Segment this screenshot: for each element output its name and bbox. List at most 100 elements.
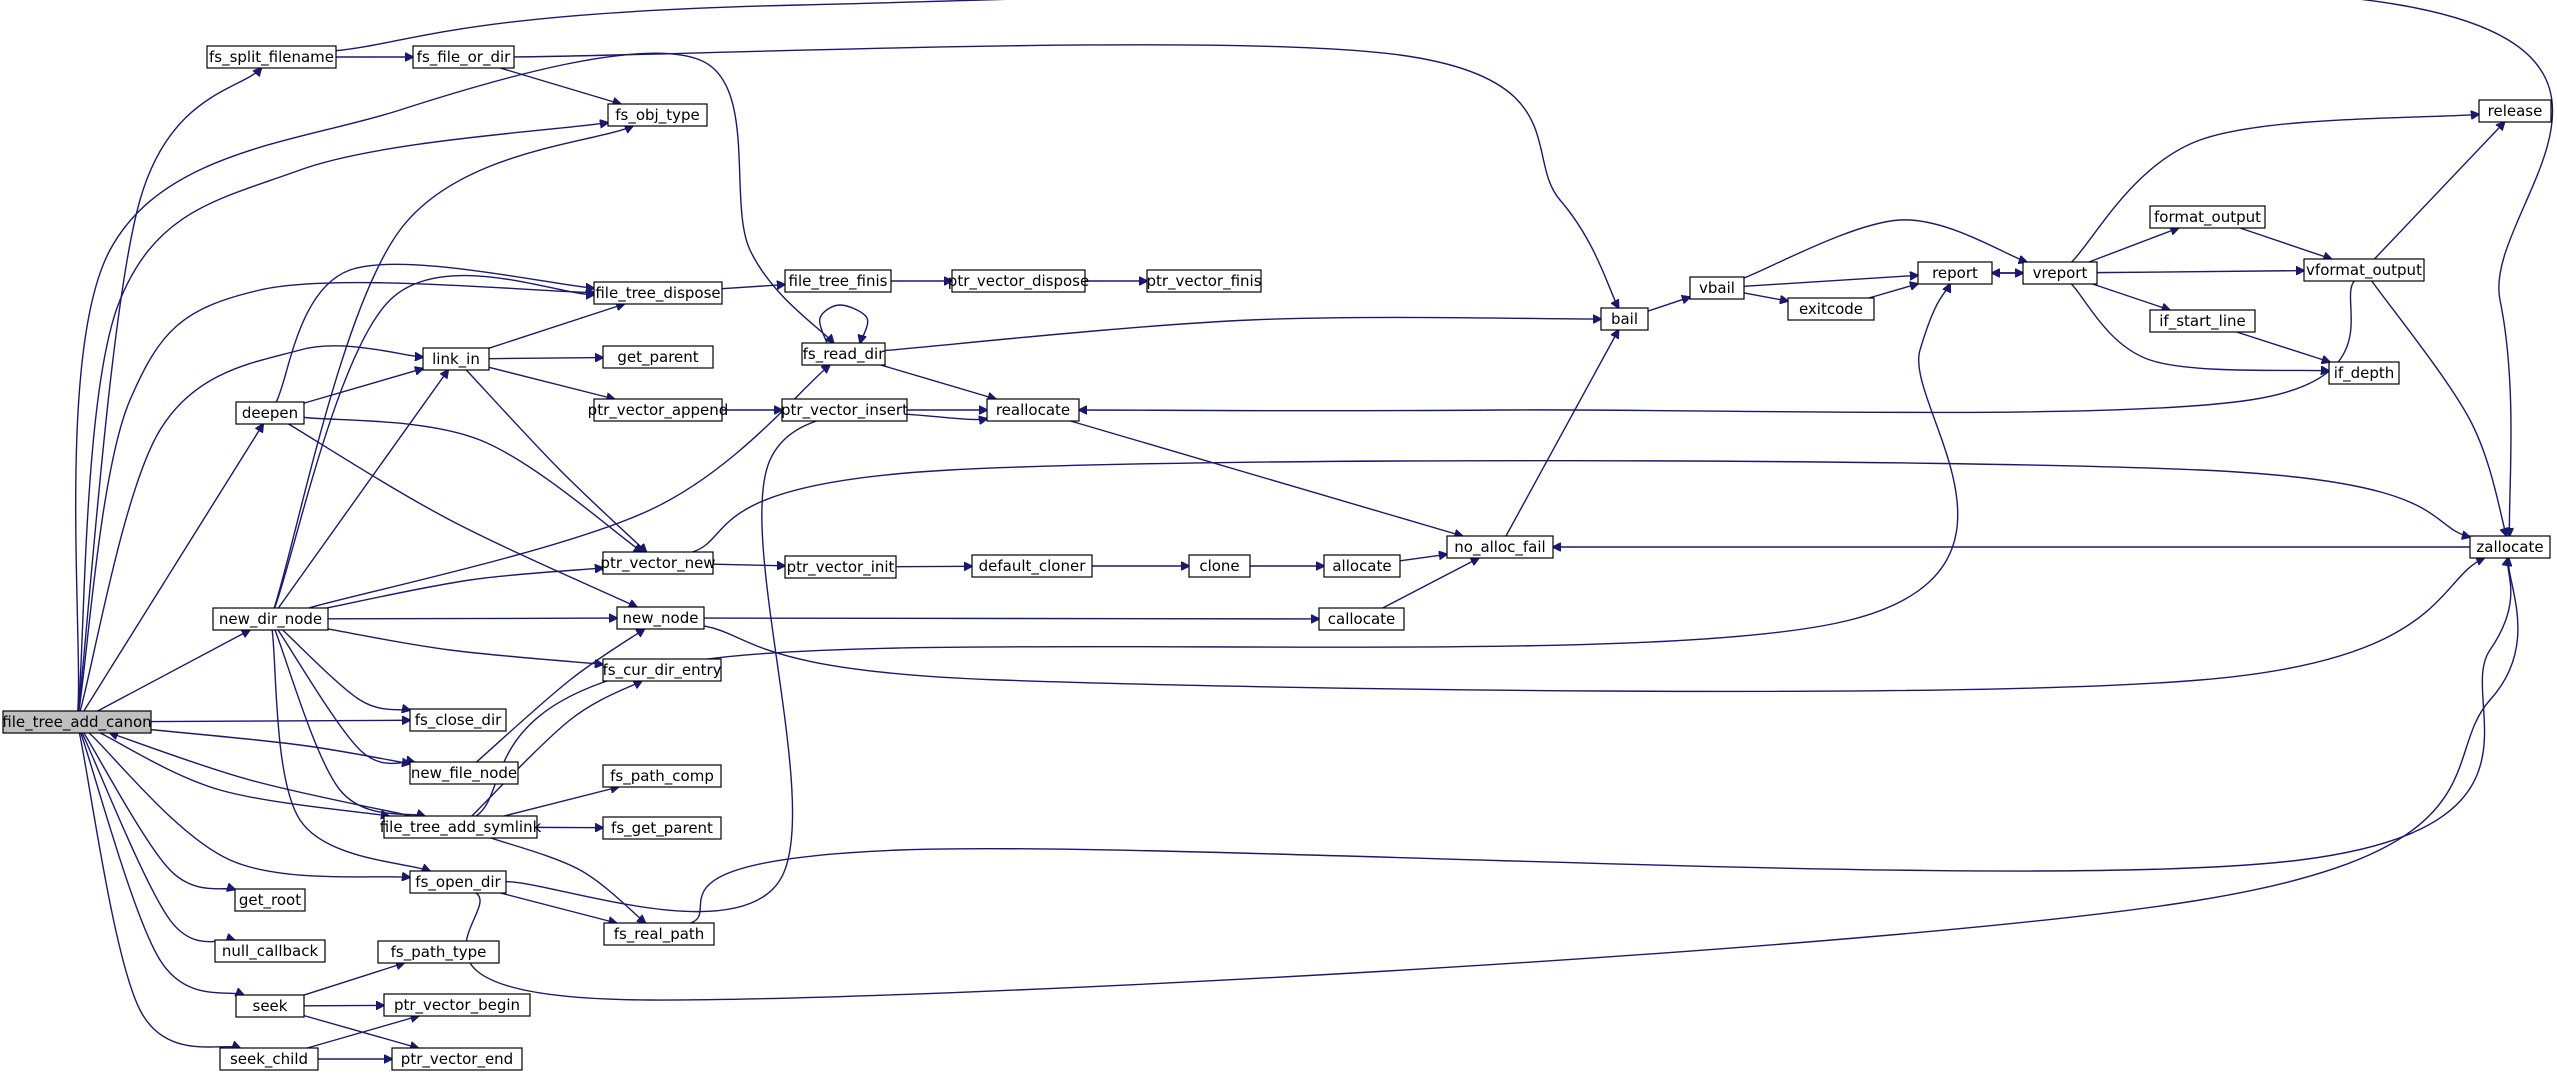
node-box[interactable] bbox=[422, 347, 490, 371]
node-box[interactable] bbox=[1600, 307, 1649, 331]
node-box[interactable] bbox=[206, 45, 337, 69]
node-new_dir_node[interactable]: new_dir_node bbox=[212, 607, 329, 631]
node-file_tree_dispose[interactable]: file_tree_dispose bbox=[593, 281, 723, 305]
node-box[interactable] bbox=[235, 994, 305, 1018]
node-release[interactable]: release bbox=[2478, 99, 2552, 123]
node-box[interactable] bbox=[602, 345, 714, 369]
node-fs_obj_type[interactable]: fs_obj_type bbox=[607, 103, 708, 127]
node-box[interactable] bbox=[784, 555, 897, 579]
node-get_root[interactable]: get_root bbox=[234, 888, 306, 912]
node-bail[interactable]: bail bbox=[1600, 307, 1649, 331]
node-ptr_vector_init[interactable]: ptr_vector_init bbox=[784, 555, 897, 579]
node-box[interactable] bbox=[1917, 261, 1993, 285]
node-ptr_vector_finis[interactable]: ptr_vector_finis bbox=[1146, 269, 1262, 293]
node-null_callback[interactable]: null_callback bbox=[214, 939, 326, 963]
node-box[interactable] bbox=[784, 269, 892, 293]
node-box[interactable] bbox=[2149, 309, 2256, 333]
node-box[interactable] bbox=[602, 816, 722, 840]
node-box[interactable] bbox=[2478, 99, 2552, 123]
node-link_in[interactable]: link_in bbox=[422, 347, 490, 371]
node-file_tree_add_canon[interactable]: file_tree_add_canon bbox=[2, 710, 152, 734]
node-box[interactable] bbox=[409, 870, 507, 894]
node-box[interactable] bbox=[1446, 535, 1554, 559]
node-box[interactable] bbox=[1787, 297, 1875, 321]
node-box[interactable] bbox=[1188, 554, 1251, 578]
node-box[interactable] bbox=[2022, 261, 2098, 285]
node-box[interactable] bbox=[2149, 205, 2266, 229]
node-fs_split_filename[interactable]: fs_split_filename bbox=[206, 45, 337, 69]
node-box[interactable] bbox=[234, 888, 306, 912]
node-fs_close_dir[interactable]: fs_close_dir bbox=[409, 708, 507, 732]
node-box[interactable] bbox=[602, 764, 722, 788]
node-fs_get_parent[interactable]: fs_get_parent bbox=[602, 816, 722, 840]
node-box[interactable] bbox=[602, 658, 722, 682]
node-box[interactable] bbox=[781, 398, 908, 422]
node-file_tree_finis[interactable]: file_tree_finis bbox=[784, 269, 892, 293]
node-box[interactable] bbox=[2303, 258, 2425, 282]
node-allocate[interactable]: allocate bbox=[1323, 554, 1401, 578]
node-zallocate[interactable]: zallocate bbox=[2469, 535, 2551, 559]
node-box[interactable] bbox=[1689, 276, 1745, 300]
node-report[interactable]: report bbox=[1917, 261, 1993, 285]
node-box[interactable] bbox=[602, 551, 714, 575]
node-box[interactable] bbox=[377, 940, 500, 964]
node-vformat_output[interactable]: vformat_output bbox=[2303, 258, 2425, 282]
node-no_alloc_fail[interactable]: no_alloc_fail bbox=[1446, 535, 1554, 559]
node-fs_open_dir[interactable]: fs_open_dir bbox=[409, 870, 507, 894]
node-box[interactable] bbox=[986, 398, 1080, 422]
node-box[interactable] bbox=[219, 1047, 319, 1071]
node-box[interactable] bbox=[593, 281, 723, 305]
node-ptr_vector_begin[interactable]: ptr_vector_begin bbox=[383, 993, 531, 1017]
node-box[interactable] bbox=[383, 815, 538, 839]
node-ptr_vector_new[interactable]: ptr_vector_new bbox=[600, 551, 716, 575]
node-box[interactable] bbox=[2328, 361, 2400, 385]
node-fs_path_type[interactable]: fs_path_type bbox=[377, 940, 500, 964]
node-box[interactable] bbox=[1146, 269, 1262, 293]
node-new_file_node[interactable]: new_file_node bbox=[409, 761, 519, 785]
node-default_cloner[interactable]: default_cloner bbox=[971, 554, 1093, 578]
node-box[interactable] bbox=[409, 761, 519, 785]
node-deepen[interactable]: deepen bbox=[235, 401, 305, 425]
node-fs_real_path[interactable]: fs_real_path bbox=[603, 922, 715, 946]
node-vbail[interactable]: vbail bbox=[1689, 276, 1745, 300]
node-vreport[interactable]: vreport bbox=[2022, 261, 2098, 285]
node-box[interactable] bbox=[2469, 535, 2551, 559]
node-reallocate[interactable]: reallocate bbox=[986, 398, 1080, 422]
node-ptr_vector_end[interactable]: ptr_vector_end bbox=[391, 1047, 523, 1071]
node-format_output[interactable]: format_output bbox=[2149, 205, 2266, 229]
node-exitcode[interactable]: exitcode bbox=[1787, 297, 1875, 321]
node-box[interactable] bbox=[1318, 607, 1405, 631]
node-if_depth[interactable]: if_depth bbox=[2328, 361, 2400, 385]
node-file_tree_add_symlink[interactable]: file_tree_add_symlink bbox=[380, 815, 542, 839]
node-box[interactable] bbox=[607, 103, 708, 127]
node-fs_cur_dir_entry[interactable]: fs_cur_dir_entry bbox=[602, 658, 722, 682]
node-box[interactable] bbox=[971, 554, 1093, 578]
node-box[interactable] bbox=[214, 939, 326, 963]
node-seek_child[interactable]: seek_child bbox=[219, 1047, 319, 1071]
node-clone[interactable]: clone bbox=[1188, 554, 1251, 578]
node-seek[interactable]: seek bbox=[235, 994, 305, 1018]
node-box[interactable] bbox=[383, 993, 531, 1017]
node-ptr_vector_insert[interactable]: ptr_vector_insert bbox=[781, 398, 908, 422]
node-box[interactable] bbox=[593, 398, 723, 422]
node-box[interactable] bbox=[603, 922, 715, 946]
node-box[interactable] bbox=[2, 710, 152, 734]
node-get_parent[interactable]: get_parent bbox=[602, 345, 714, 369]
node-ptr_vector_dispose[interactable]: ptr_vector_dispose bbox=[948, 269, 1089, 293]
node-box[interactable] bbox=[212, 607, 329, 631]
node-box[interactable] bbox=[235, 401, 305, 425]
node-box[interactable] bbox=[951, 269, 1086, 293]
node-box[interactable] bbox=[391, 1047, 523, 1071]
node-box[interactable] bbox=[409, 708, 507, 732]
node-box[interactable] bbox=[616, 606, 705, 630]
node-fs_path_comp[interactable]: fs_path_comp bbox=[602, 764, 722, 788]
node-ptr_vector_append[interactable]: ptr_vector_append bbox=[588, 398, 729, 422]
node-box[interactable] bbox=[1323, 554, 1401, 578]
node-box[interactable] bbox=[801, 342, 886, 366]
node-fs_file_or_dir[interactable]: fs_file_or_dir bbox=[412, 45, 515, 69]
node-callocate[interactable]: callocate bbox=[1318, 607, 1405, 631]
node-fs_read_dir[interactable]: fs_read_dir bbox=[801, 342, 886, 366]
node-new_node[interactable]: new_node bbox=[616, 606, 705, 630]
node-box[interactable] bbox=[412, 45, 515, 69]
node-if_start_line[interactable]: if_start_line bbox=[2149, 309, 2256, 333]
